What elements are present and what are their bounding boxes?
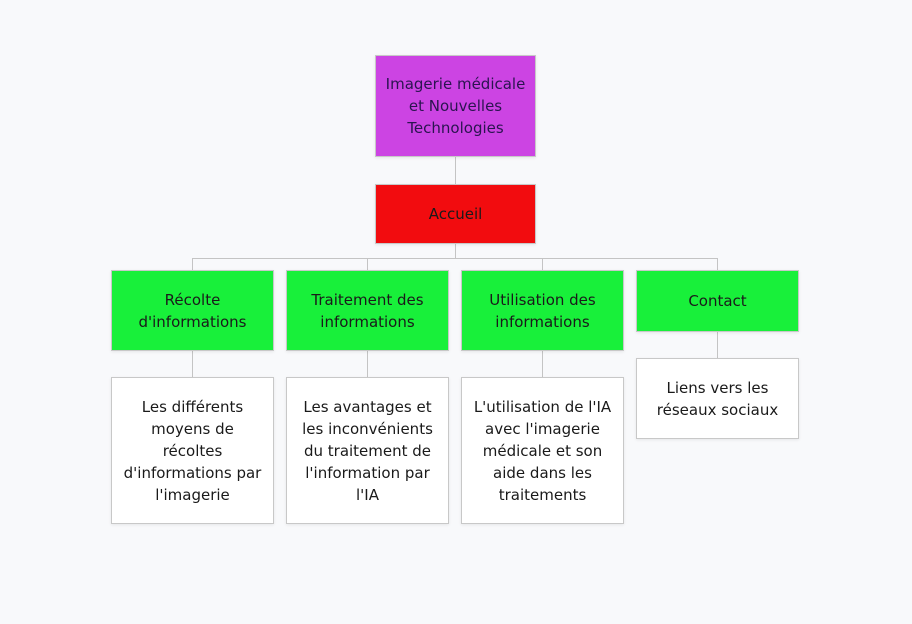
connector-section-4 — [717, 258, 718, 270]
connector-detail-4 — [717, 332, 718, 358]
home-node[interactable]: Accueil — [375, 184, 536, 244]
connector-section-3 — [542, 258, 543, 270]
section-node-traitement[interactable]: Traitement des informations — [286, 270, 449, 351]
section-node-recolte[interactable]: Récolte d'informations — [111, 270, 274, 351]
connector-detail-1 — [192, 351, 193, 377]
detail-node-traitement[interactable]: Les avantages et les inconvénients du tr… — [286, 377, 449, 524]
detail-text: Liens vers les réseaux sociaux — [656, 378, 779, 419]
detail-node-recolte[interactable]: Les différents moyens de récoltes d'info… — [111, 377, 274, 524]
detail-node-contact[interactable]: Liens vers les réseaux sociaux — [636, 358, 799, 439]
section-label: Traitement des informations — [311, 290, 424, 331]
section-label: Récolte d'informations — [138, 290, 247, 331]
detail-text: L'utilisation de l'IA avec l'imagerie mé… — [473, 397, 612, 504]
detail-node-utilisation[interactable]: L'utilisation de l'IA avec l'imagerie mé… — [461, 377, 624, 524]
detail-text: Les avantages et les inconvénients du tr… — [302, 397, 433, 504]
connector-root-home — [455, 157, 456, 184]
root-node-label: Imagerie médicale et Nouvelles Technolog… — [385, 75, 526, 137]
connector-section-2 — [367, 258, 368, 270]
section-label: Utilisation des informations — [489, 290, 596, 331]
connector-home-down — [455, 244, 456, 258]
connector-section-1 — [192, 258, 193, 270]
home-node-label: Accueil — [428, 205, 483, 223]
root-node[interactable]: Imagerie médicale et Nouvelles Technolog… — [375, 55, 536, 157]
section-node-contact[interactable]: Contact — [636, 270, 799, 332]
section-label: Contact — [688, 292, 747, 310]
section-node-utilisation[interactable]: Utilisation des informations — [461, 270, 624, 351]
connector-detail-3 — [542, 351, 543, 377]
connector-detail-2 — [367, 351, 368, 377]
connector-horizontal — [192, 258, 718, 259]
detail-text: Les différents moyens de récoltes d'info… — [123, 397, 262, 504]
